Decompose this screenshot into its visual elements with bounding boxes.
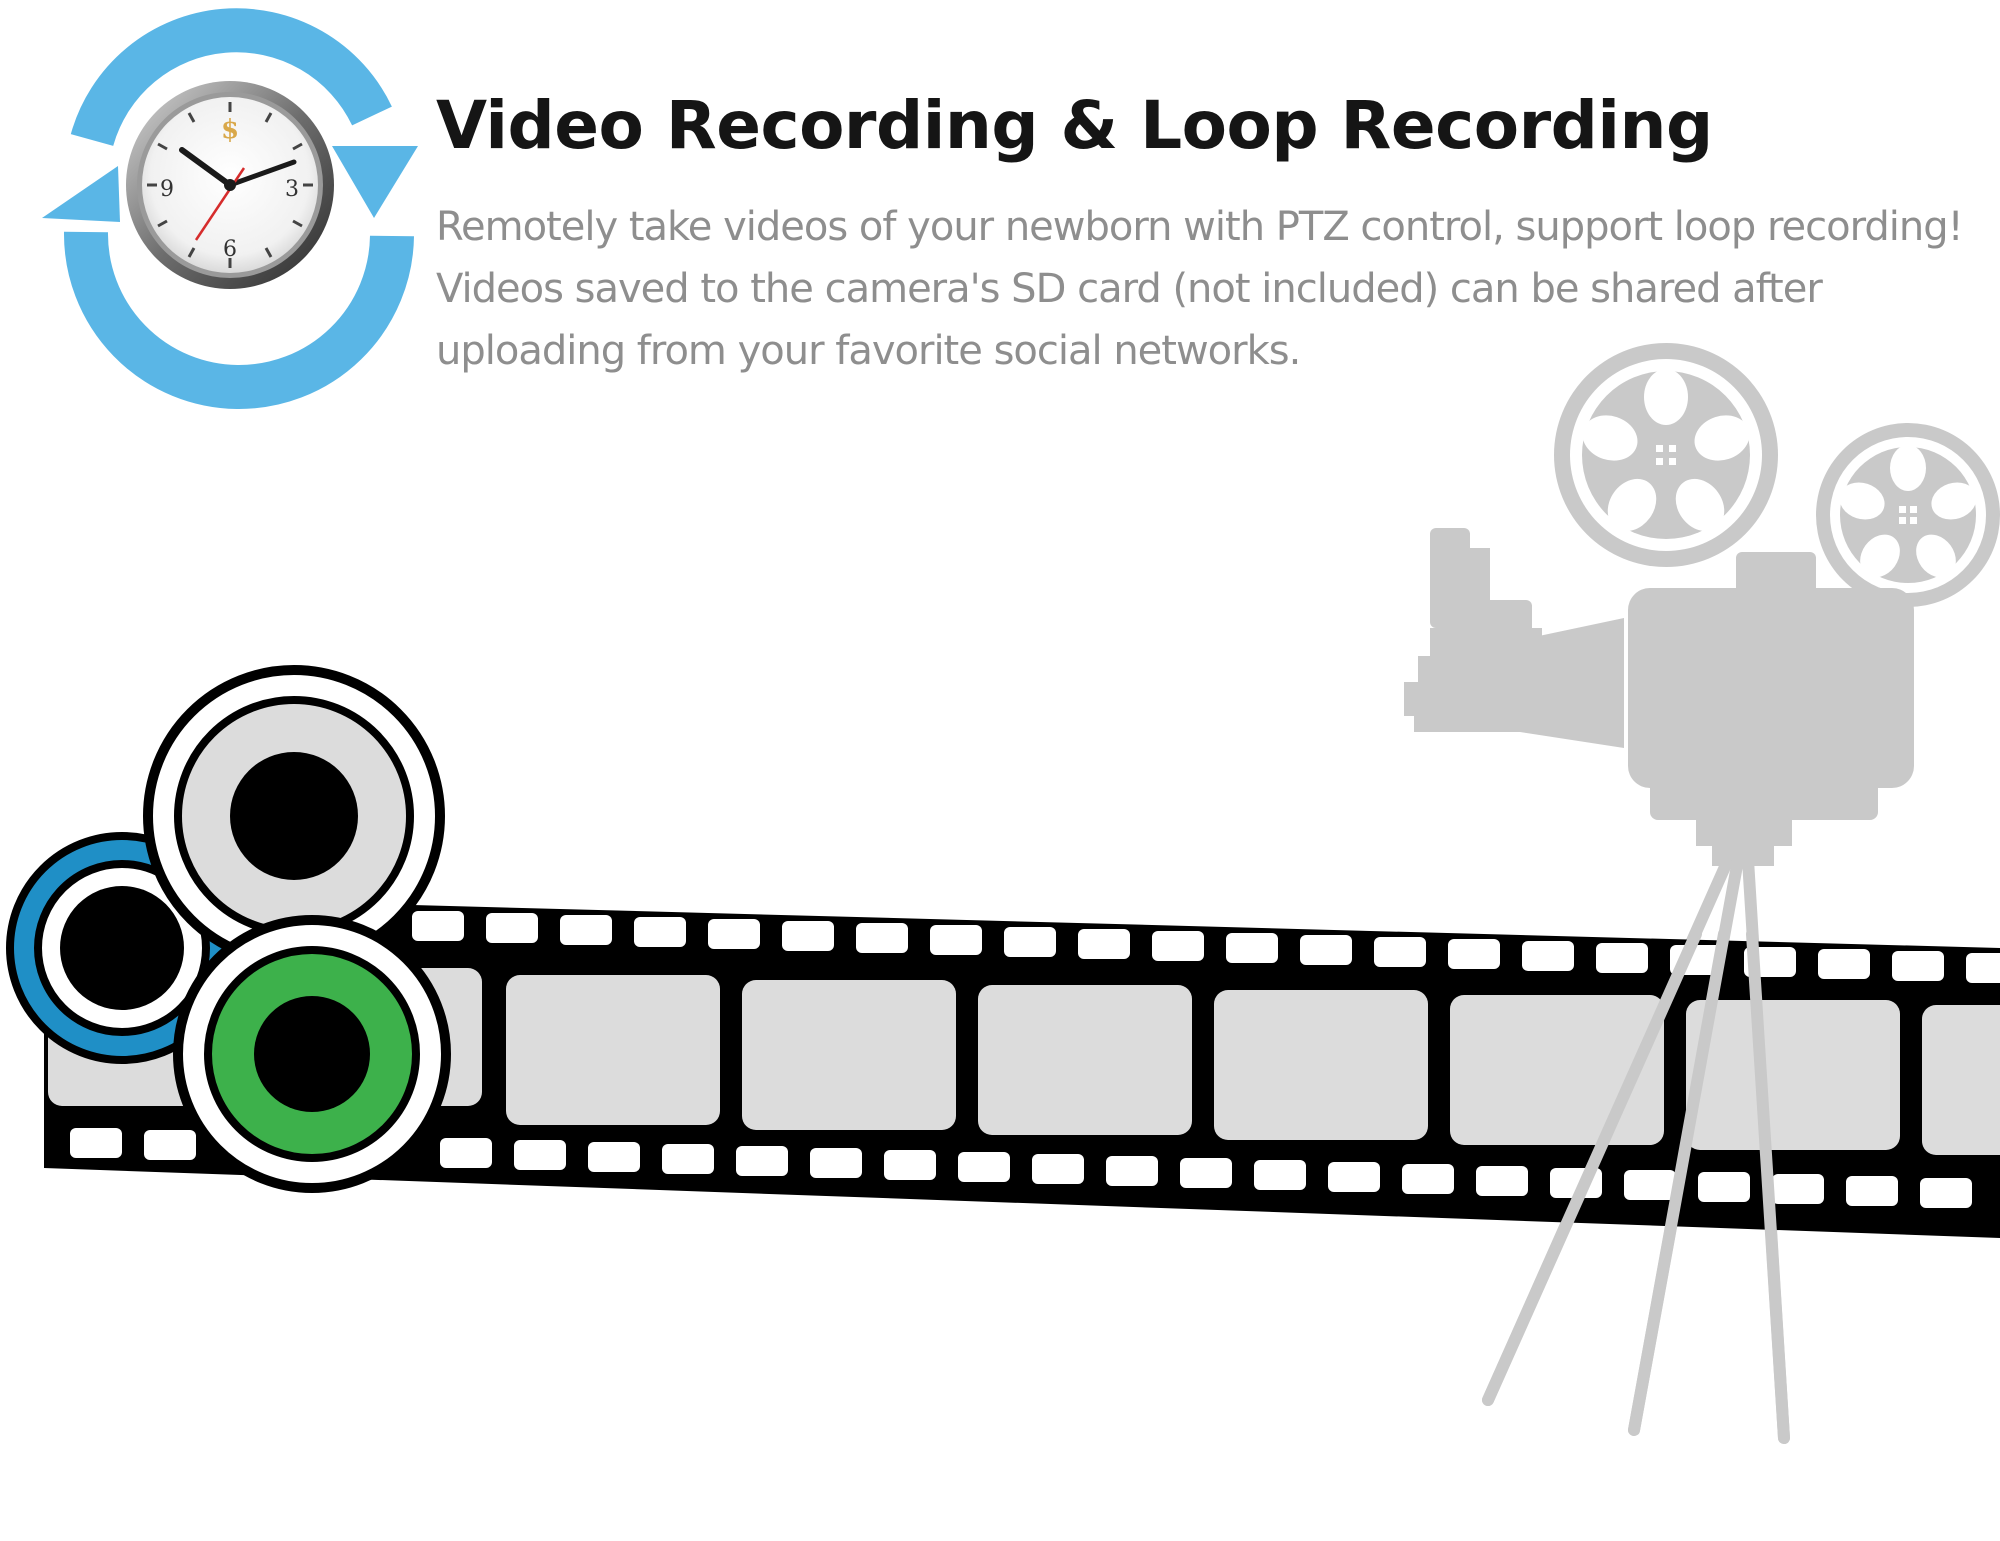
clock-numeral-9: 9 (160, 177, 174, 202)
movie-camera-icon (1404, 343, 2000, 1444)
film-reel-icon (6, 665, 451, 1193)
film-reel-icon (1554, 343, 1778, 567)
description-line: Remotely take videos of your newborn wit… (436, 204, 1964, 250)
description-line: Videos saved to the camera's SD card (no… (436, 266, 1823, 312)
description-line: uploading from your favorite social netw… (436, 328, 1301, 374)
feature-title: Video Recording & Loop Recording (436, 87, 1713, 164)
feature-description: Remotely take videos of your newborn wit… (436, 196, 1964, 382)
clock-numeral-3: 3 (285, 177, 299, 202)
film-reel-icon (1816, 423, 2000, 607)
loop-clock-icon: 3 6 9 $ (42, 8, 418, 409)
clock-numeral-6: 6 (223, 237, 237, 262)
tripod-legs (1482, 928, 1790, 1444)
clock-emblem: $ (221, 115, 239, 145)
